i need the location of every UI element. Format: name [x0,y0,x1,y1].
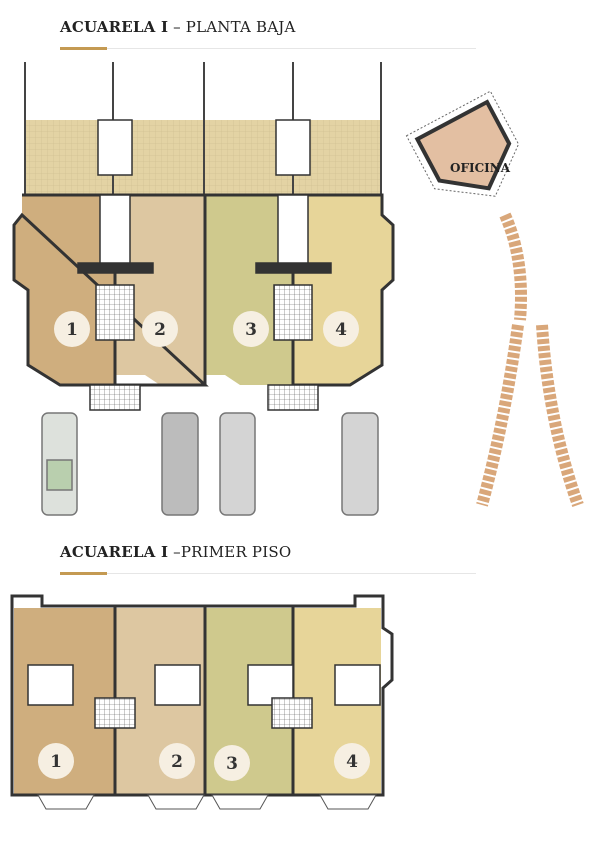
office-building [405,90,520,197]
unit-1-ground [14,195,115,385]
ground-floor-plan: 1 2 3 4 OFICINA [12,62,584,516]
title-bold: ACUARELA I [60,543,169,561]
brick-path [499,212,527,321]
unit-number-1: 1 [66,320,78,340]
title-divider [60,572,476,575]
unit-3-ground [205,195,293,385]
first-floor-plan: 1 2 3 4 [10,594,394,810]
unit-number-2: 2 [154,320,166,340]
title-divider [60,47,476,50]
unit-4-ground [293,195,393,385]
title-rest: –PRIMER PISO [168,543,292,561]
brick-path [536,324,584,507]
section-title-ground-floor: ACUARELA I – PLANTA BAJA [60,18,296,36]
unit-2-ground [115,195,205,385]
unit-number-2: 2 [171,752,183,772]
parked-cars [41,412,379,516]
unit-number-3: 3 [226,754,238,774]
brick-path [476,324,524,507]
title-bold: ACUARELA I [60,18,169,36]
unit-number-4: 4 [346,752,358,772]
unit-number-1: 1 [50,752,62,772]
unit-number-3: 3 [245,320,257,340]
section-title-first-floor: ACUARELA I –PRIMER PISO [60,543,291,561]
office-label: OFICINA [450,161,511,175]
unit-number-4: 4 [335,320,347,340]
title-rest: – PLANTA BAJA [168,18,296,36]
